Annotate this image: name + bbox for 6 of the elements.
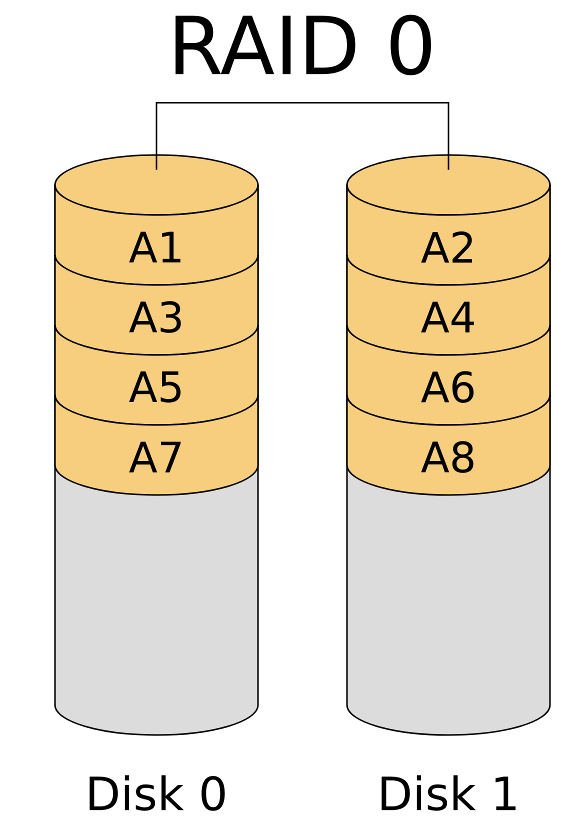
storage-block: A1 [54, 184, 259, 286]
disk-label: Disk 1 [382, 775, 516, 811]
title: RAID 0 [176, 14, 431, 76]
disk-label: Disk 0 [90, 775, 225, 811]
connector-line [156, 102, 450, 170]
storage-block: A2 [346, 184, 551, 286]
